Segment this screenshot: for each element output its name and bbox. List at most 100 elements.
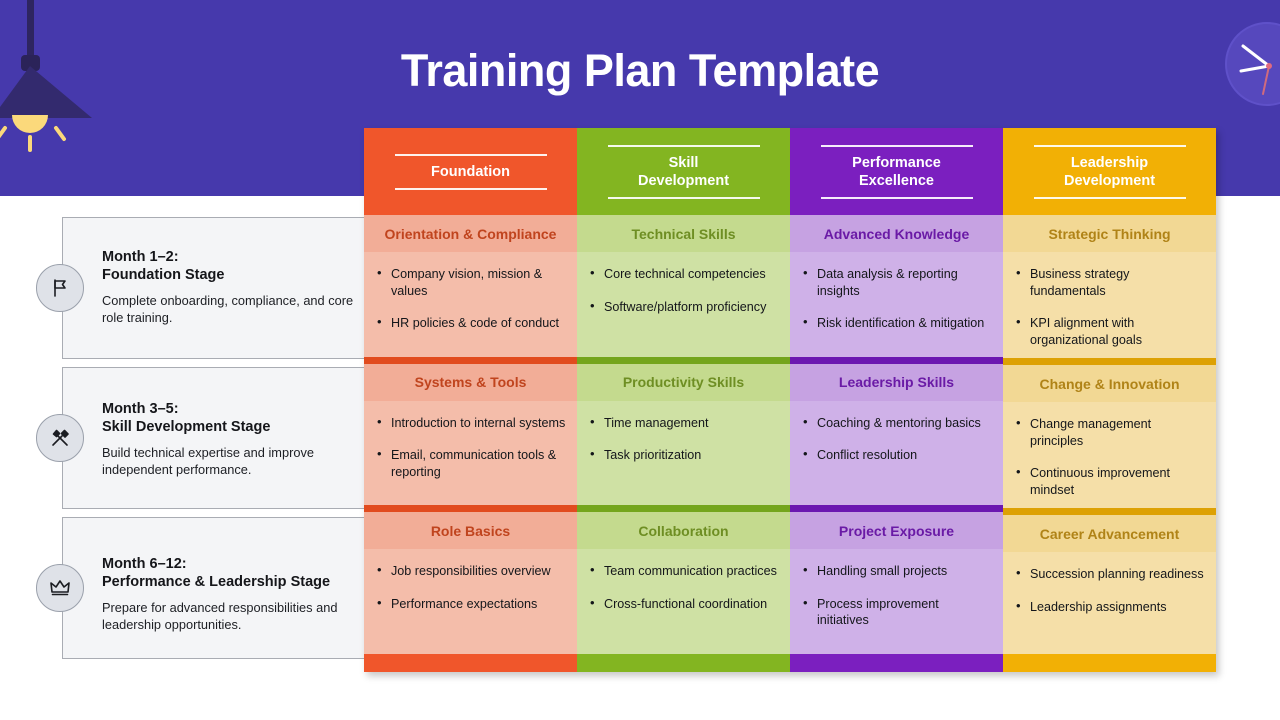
stage-text-performance-leadership: Month 6–12: Performance & Leadership Sta… bbox=[102, 555, 372, 633]
matrix-cell: Company vision, mission & valuesHR polic… bbox=[364, 252, 577, 357]
matrix-cell: Succession planning readinessLeadership … bbox=[1003, 552, 1216, 654]
row-divider bbox=[1003, 508, 1216, 515]
column-header-label: Performance Excellence bbox=[852, 154, 941, 189]
stage-text-foundation: Month 1–2: Foundation Stage Complete onb… bbox=[102, 248, 372, 326]
cell-subheader-technical-skills[interactable]: Technical Skills bbox=[577, 215, 790, 252]
matrix-cell: Change management principlesContinuous i… bbox=[1003, 402, 1216, 508]
column-header-label: Skill Development bbox=[637, 154, 730, 189]
list-item: Conflict resolution bbox=[802, 446, 993, 464]
header-rule-bottom bbox=[607, 196, 760, 199]
list-item: Job responsibilities overview bbox=[376, 562, 567, 580]
row-divider bbox=[790, 505, 1003, 513]
stage-card-foundation[interactable] bbox=[62, 217, 380, 359]
list-item: Cross-functional coordination bbox=[589, 595, 780, 613]
cell-item-list: Succession planning readinessLeadership … bbox=[1015, 565, 1206, 616]
matrix-cell: Time managementTask prioritization bbox=[577, 400, 790, 506]
cell-item-list: Change management principlesContinuous i… bbox=[1015, 415, 1206, 498]
list-item: Coaching & mentoring basics bbox=[802, 414, 993, 432]
header-rule-top bbox=[607, 144, 760, 147]
cell-item-list: Time managementTask prioritization bbox=[589, 414, 780, 464]
cell-subheader-leadership-skills[interactable]: Leadership Skills bbox=[790, 363, 1003, 401]
column-footer-strip bbox=[1003, 654, 1216, 672]
stage-card-skill-development[interactable] bbox=[62, 367, 380, 509]
column-header-skill-development[interactable]: Skill Development bbox=[577, 128, 790, 215]
row-divider bbox=[364, 356, 577, 364]
header-rule-bottom bbox=[1033, 196, 1186, 199]
crown-icon bbox=[36, 564, 84, 612]
list-item: Handling small projects bbox=[802, 562, 993, 580]
list-item: Continuous improvement mindset bbox=[1015, 464, 1206, 498]
cell-item-list: Introduction to internal systemsEmail, c… bbox=[376, 414, 567, 481]
list-item: Company vision, mission & values bbox=[376, 265, 567, 299]
cell-subheader-collaboration[interactable]: Collaboration bbox=[577, 512, 790, 550]
column-footer-strip bbox=[577, 654, 790, 673]
cell-subheader-orientation-compliance[interactable]: Orientation & Compliance bbox=[364, 215, 577, 252]
list-item: Leadership assignments bbox=[1015, 598, 1206, 616]
cell-item-list: Business strategy fundamentalsKPI alignm… bbox=[1015, 265, 1206, 348]
header-rule-bottom bbox=[820, 196, 973, 199]
cell-subheader-project-exposure[interactable]: Project Exposure bbox=[790, 512, 1003, 550]
matrix-cell: Introduction to internal systemsEmail, c… bbox=[364, 400, 577, 506]
tools-icon bbox=[36, 414, 84, 462]
stage-text-skill-development: Month 3–5: Skill Development Stage Build… bbox=[102, 400, 372, 478]
hanging-lamp-icon bbox=[0, 0, 120, 160]
row-divider bbox=[577, 505, 790, 513]
cell-subheader-career-advancement[interactable]: Career Advancement bbox=[1003, 515, 1216, 552]
stage-title: Month 3–5: Skill Development Stage bbox=[102, 401, 271, 435]
header-rule-top bbox=[1033, 144, 1186, 147]
cell-item-list: Company vision, mission & valuesHR polic… bbox=[376, 265, 567, 332]
cell-item-list: Coaching & mentoring basicsConflict reso… bbox=[802, 414, 993, 464]
page-title: Training Plan Template bbox=[400, 45, 880, 96]
list-item: Data analysis & reporting insights bbox=[802, 265, 993, 299]
column-header-foundation[interactable]: Foundation bbox=[364, 128, 577, 215]
list-item: KPI alignment with organizational goals bbox=[1015, 314, 1206, 348]
header-rule-top bbox=[394, 153, 547, 156]
row-divider bbox=[790, 356, 1003, 364]
list-item: Introduction to internal systems bbox=[376, 414, 567, 432]
column-header-performance-excellence[interactable]: Performance Excellence bbox=[790, 128, 1003, 215]
cell-subheader-change-innovation[interactable]: Change & Innovation bbox=[1003, 365, 1216, 402]
cell-subheader-productivity-skills[interactable]: Productivity Skills bbox=[577, 363, 790, 401]
matrix-cell: Coaching & mentoring basicsConflict reso… bbox=[790, 400, 1003, 506]
matrix-cell: Job responsibilities overviewPerformance… bbox=[364, 549, 577, 655]
stage-description: Prepare for advanced responsibilities an… bbox=[102, 600, 338, 632]
header-rule-top bbox=[820, 144, 973, 147]
cell-item-list: Team communication practicesCross-functi… bbox=[589, 562, 780, 613]
list-item: Core technical competencies bbox=[589, 265, 780, 283]
list-item: Team communication practices bbox=[589, 562, 780, 580]
column-footer-strip bbox=[364, 654, 577, 673]
cell-subheader-advanced-knowledge[interactable]: Advanced Knowledge bbox=[790, 215, 1003, 252]
column-header-label: Foundation bbox=[431, 163, 510, 180]
stage-card-performance-leadership[interactable] bbox=[62, 517, 380, 659]
stage-description: Build technical expertise and improve in… bbox=[102, 445, 314, 477]
list-item: Business strategy fundamentals bbox=[1015, 265, 1206, 299]
list-item: Change management principles bbox=[1015, 415, 1206, 449]
list-item: Task prioritization bbox=[589, 446, 780, 464]
matrix-cell: Business strategy fundamentalsKPI alignm… bbox=[1003, 252, 1216, 358]
stage-title: Month 1–2: Foundation Stage bbox=[102, 249, 225, 283]
cell-subheader-strategic-thinking[interactable]: Strategic Thinking bbox=[1003, 215, 1216, 252]
list-item: Risk identification & mitigation bbox=[802, 314, 993, 332]
matrix-cell: Core technical competenciesSoftware/plat… bbox=[577, 252, 790, 357]
row-divider bbox=[1003, 358, 1216, 365]
stage-description: Complete onboarding, compliance, and cor… bbox=[102, 293, 354, 325]
stage-title: Month 6–12: Performance & Leadership Sta… bbox=[102, 556, 331, 590]
matrix-cell: Team communication practicesCross-functi… bbox=[577, 549, 790, 655]
cell-item-list: Core technical competenciesSoftware/plat… bbox=[589, 265, 780, 315]
cell-item-list: Data analysis & reporting insightsRisk i… bbox=[802, 265, 993, 332]
column-footer-strip bbox=[790, 654, 1003, 673]
column-header-leadership-development[interactable]: Leadership Development bbox=[1003, 128, 1216, 215]
list-item: Time management bbox=[589, 414, 780, 432]
cell-item-list: Handling small projectsProcess improveme… bbox=[802, 562, 993, 629]
matrix-cell: Data analysis & reporting insightsRisk i… bbox=[790, 252, 1003, 357]
clock-icon bbox=[1225, 22, 1280, 106]
cell-subheader-systems-tools[interactable]: Systems & Tools bbox=[364, 363, 577, 401]
list-item: Succession planning readiness bbox=[1015, 565, 1206, 583]
cell-subheader-role-basics[interactable]: Role Basics bbox=[364, 512, 577, 550]
row-divider bbox=[577, 356, 790, 364]
